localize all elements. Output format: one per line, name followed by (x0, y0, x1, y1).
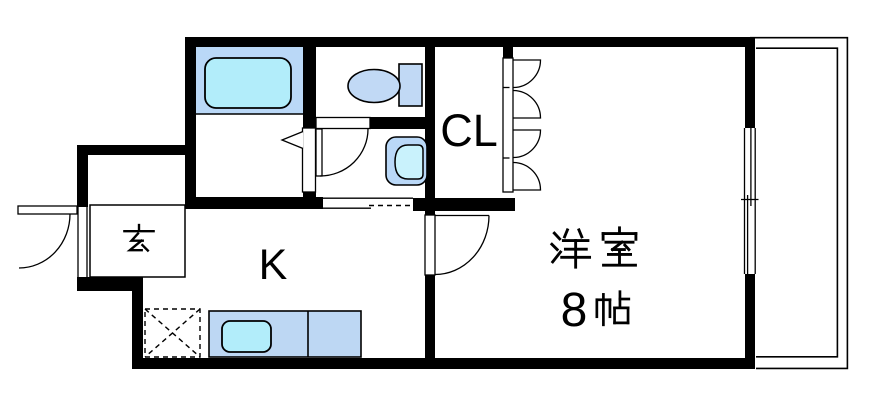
toilet-bowl (347, 68, 401, 104)
wall-washroom-bottom (185, 197, 323, 209)
label-room-size: 8 (561, 284, 631, 337)
toilet-door-swing-arc (319, 128, 369, 177)
washbasin-bowl (394, 144, 424, 180)
closet-door-fan-1 (513, 59, 542, 89)
toilet-door-leaf (315, 128, 323, 177)
closet-bifold-doors (502, 57, 542, 193)
label-size-number: 8 (561, 284, 588, 337)
room-door-opening (424, 214, 436, 276)
wall-right-lower (745, 274, 755, 369)
wall-top (185, 37, 755, 47)
washroom-door-frame (301, 127, 317, 193)
folding-door-symbol (280, 130, 304, 150)
wall-toilet-bottom (370, 117, 435, 129)
entrance-door-swing-arc (18, 213, 71, 269)
walls (77, 37, 755, 369)
kitchen-sink (221, 320, 272, 353)
toilet-door-opening (315, 116, 371, 130)
wall-closet-left (425, 47, 435, 215)
wall-bath-toilet (303, 47, 316, 128)
wall-entry-left (77, 145, 88, 207)
closet-door-fan-2 (513, 89, 542, 119)
label-kitchen: K (259, 241, 288, 289)
wall-closet-jamb-top (503, 47, 513, 58)
closet-door-track (502, 57, 514, 193)
label-entrance-kanji (123, 223, 155, 253)
room-door-swing-arc (434, 215, 490, 276)
wall-right-upper (745, 37, 755, 128)
label-room-kanji-you (549, 227, 592, 269)
balcony-inner-line (756, 47, 839, 358)
wall-entry-bottom (77, 277, 143, 291)
closet-door-fan-3 (513, 129, 542, 159)
entrance-door-leaf (17, 205, 78, 215)
hall-kitchen-opening (323, 197, 413, 209)
wall-kitchen-room-lower (425, 275, 435, 358)
hall-kitchen-opening-gap (323, 197, 413, 209)
balcony (750, 36, 849, 370)
refrigerator-space-outline (144, 308, 201, 358)
wall-left-upper (185, 37, 196, 207)
wall-bottom (132, 358, 755, 369)
refrigerator-space-cross-2 (144, 308, 201, 358)
bathtub (204, 57, 292, 109)
entrance-step-area (89, 204, 186, 278)
sliding-window (741, 128, 759, 274)
wall-left-lower (132, 277, 143, 369)
toilet-tank (398, 63, 423, 107)
label-size-unit-kanji (595, 290, 631, 327)
label-room-kanji-shitsu (601, 226, 638, 267)
label-closet: CL (440, 105, 498, 156)
wall-entry-top (77, 145, 196, 155)
closet-door-fan-4 (513, 161, 542, 191)
balcony-outer-line (750, 36, 849, 370)
label-main-room (549, 226, 638, 269)
wall-closet-bottom (413, 198, 515, 211)
refrigerator-space (144, 308, 201, 358)
